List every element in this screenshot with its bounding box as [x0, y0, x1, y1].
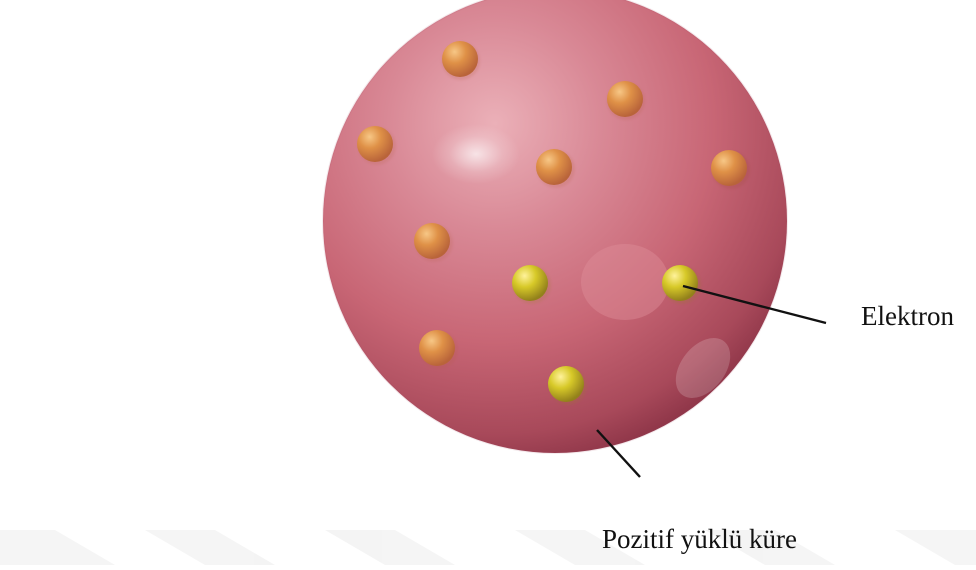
positive-sphere-label: Pozitif yüklü küre [602, 526, 797, 553]
electron-label: Elektron [861, 303, 954, 330]
watermark-chevrons [0, 530, 976, 565]
